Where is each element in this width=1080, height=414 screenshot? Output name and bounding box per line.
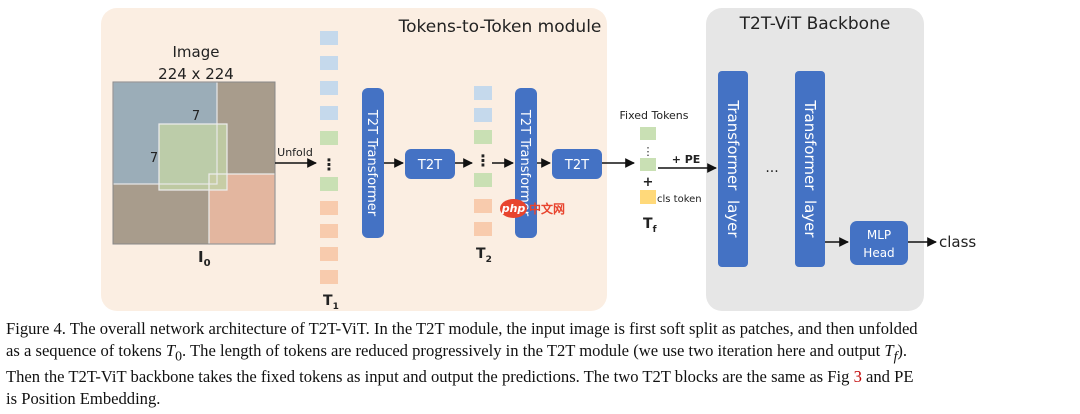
class-label: class <box>939 233 976 251</box>
transformer-layer-label-1: Transformer layer <box>724 99 742 238</box>
patch-size-top: 7 <box>192 109 200 124</box>
architecture-figure: Tokens-to-Token module T2T-ViT Backbone … <box>101 8 976 312</box>
caption-line-4: is Position Embedding. <box>6 388 161 408</box>
t2t-block-label-2: T2T <box>564 158 589 173</box>
t1-token-column <box>320 31 338 284</box>
input-image <box>112 81 276 245</box>
caption-line-3: Then the T2T-ViT backbone takes the fixe… <box>6 367 914 387</box>
t2t-module-title: Tokens-to-Token module <box>398 17 602 37</box>
watermark-logo: php <box>500 198 527 218</box>
pe-label: + PE <box>672 153 701 166</box>
transformer-layer-label-2: Transformer layer <box>801 99 819 238</box>
transformer-layer-block-1 <box>718 71 748 267</box>
fixed-tokens-label: Fixed Tokens <box>619 109 688 122</box>
fixed-tokens-dots: ⋮ <box>643 145 654 158</box>
image-label: Image <box>173 43 220 61</box>
t1-symbol: T1 <box>323 293 339 312</box>
unfold-label: Unfold <box>277 146 313 159</box>
t1-dots: ⋮ <box>321 155 337 174</box>
mlp-head-block[interactable] <box>850 221 908 265</box>
mlp-head-label-1: MLP <box>867 228 891 242</box>
mlp-head-label-2: Head <box>863 246 894 260</box>
t2-token-column <box>474 86 492 236</box>
layers-ellipsis: ... <box>765 160 778 176</box>
tf-symbol: Tf <box>643 216 657 235</box>
image-size: 224 x 224 <box>158 65 234 83</box>
t2t-transformer-block-1 <box>362 88 384 238</box>
watermark: php 中文网 <box>500 197 586 219</box>
cls-plus: + <box>643 175 654 190</box>
backbone-title: T2T-ViT Backbone <box>739 14 891 34</box>
cls-token <box>640 190 656 204</box>
figure-reference-link[interactable]: 3 <box>853 367 862 387</box>
fixed-tokens-column <box>640 127 656 171</box>
transformer-layer-block-2 <box>795 71 825 267</box>
caption-line-2: as a sequence of tokens T0. The length o… <box>6 340 908 363</box>
t2-dots: ⋮ <box>475 151 491 170</box>
t2-symbol: T2 <box>476 246 492 265</box>
caption-line-1: Figure 4. The overall network architectu… <box>6 319 918 338</box>
image-symbol: I0 <box>198 248 211 269</box>
patch-size-left: 7 <box>150 151 158 166</box>
watermark-text: 中文网 <box>529 201 566 216</box>
t2t-block-1[interactable] <box>405 149 455 179</box>
t2t-block-label-1: T2T <box>417 158 442 173</box>
figure-caption: Figure 4. The overall network architectu… <box>6 318 1074 409</box>
cls-token-label: cls token <box>657 194 702 205</box>
t2t-transformer-label-1: T2T Transformer <box>364 109 379 217</box>
t2t-block-2[interactable] <box>552 149 602 179</box>
t2t-transformer-label-2: T2T Transformer <box>517 109 532 217</box>
